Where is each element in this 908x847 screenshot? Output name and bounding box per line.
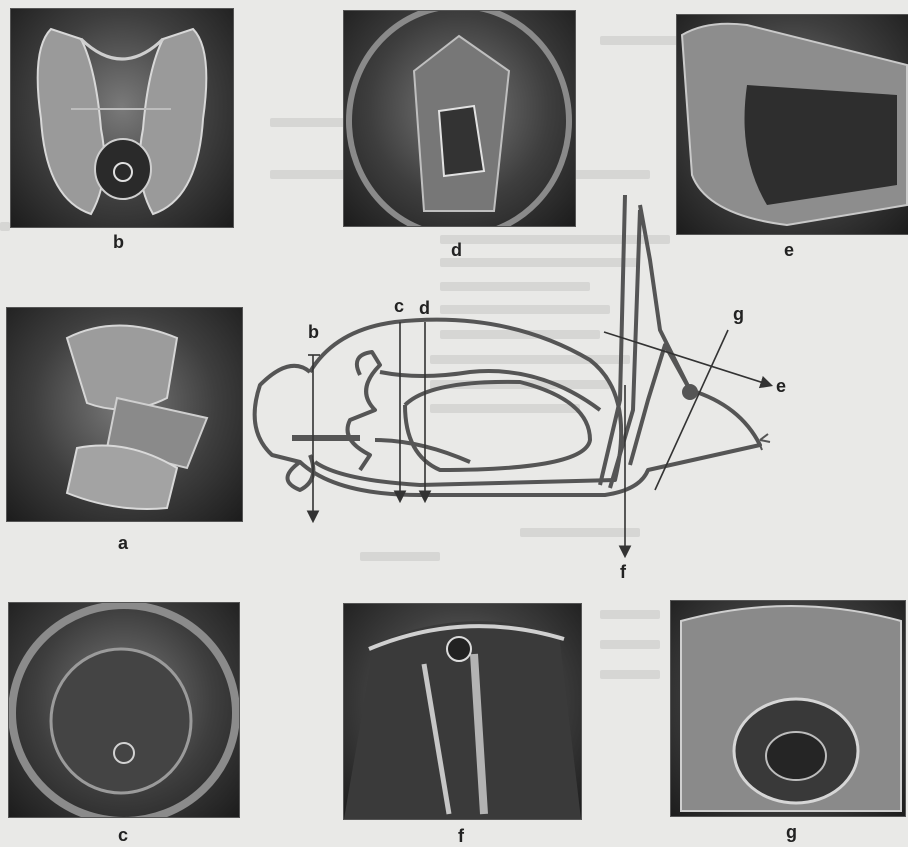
cut-label-d: d: [419, 298, 430, 318]
cut-label-g: g: [733, 304, 744, 324]
sem-panel-a: [6, 307, 243, 522]
panel-label-f: f: [458, 826, 464, 847]
panel-label-b: b: [113, 232, 124, 253]
cut-label-c: c: [394, 296, 404, 316]
cut-label-f: f: [620, 562, 627, 580]
sem-image-a: [7, 308, 242, 521]
sem-image-c: [9, 603, 239, 817]
cut-label-e: e: [776, 376, 786, 396]
sem-panel-c: [8, 602, 240, 818]
schematic-diagram: b c d e f g: [245, 160, 805, 580]
cut-label-b: b: [308, 322, 319, 342]
sem-image-b: [11, 9, 233, 227]
sem-image-f: [344, 604, 581, 819]
panel-label-c: c: [118, 825, 128, 846]
sem-panel-f: [343, 603, 582, 820]
sem-image-g: [671, 601, 905, 816]
sem-panel-g: [670, 600, 906, 817]
organ-outline: [255, 195, 770, 495]
panel-label-g: g: [786, 822, 797, 843]
panel-label-a: a: [118, 533, 128, 554]
sem-panel-b: [10, 8, 234, 228]
